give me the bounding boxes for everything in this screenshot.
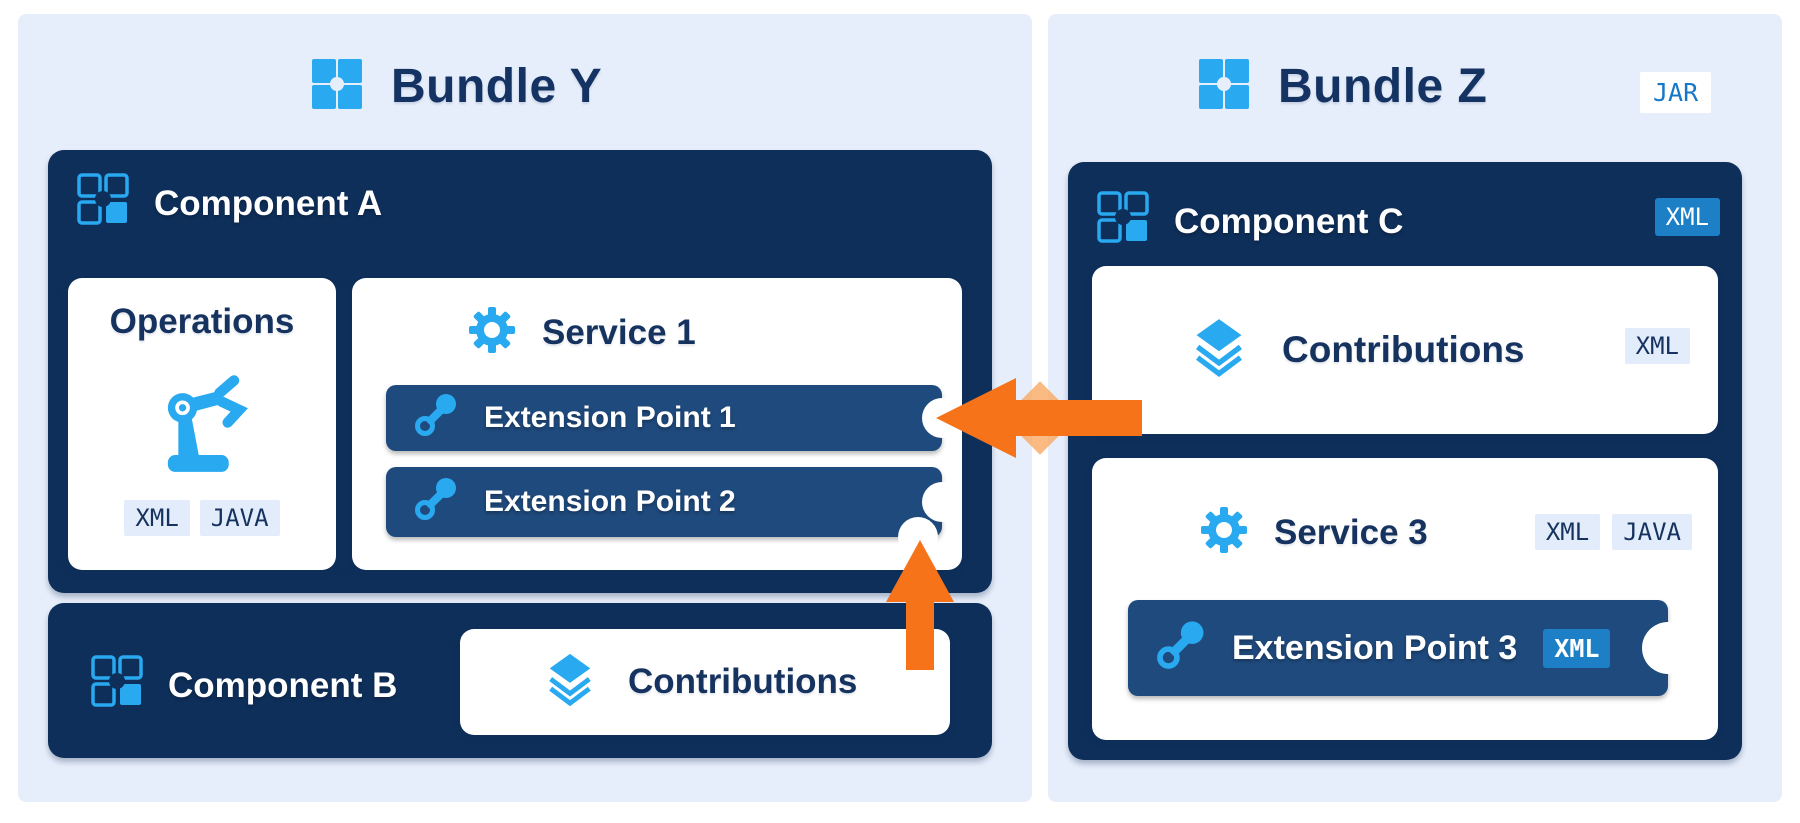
extension-connector-icon	[414, 475, 460, 529]
component-a-title: Component A	[154, 183, 383, 223]
service-3-title: Service 3	[1274, 512, 1428, 552]
robot-arm-icon	[150, 370, 255, 480]
gear-icon	[468, 306, 516, 359]
operations-tags: XML JAVA	[68, 500, 336, 536]
operations-title: Operations	[109, 302, 295, 341]
component-icon	[1096, 190, 1150, 253]
component-c-title: Component C	[1174, 201, 1404, 241]
component-icon	[76, 172, 130, 235]
extension-point-2-label: Extension Point 2	[484, 485, 736, 518]
component-a-header: Component A	[76, 172, 382, 235]
bundle-icon	[1198, 58, 1250, 115]
contributions-c-title: Contributions	[1282, 329, 1525, 370]
java-tag: JAVA	[1612, 514, 1692, 550]
extension-point-1-label: Extension Point 1	[484, 401, 736, 434]
component-b-header: Component B	[90, 654, 397, 717]
component-a-box: Component A Operations	[48, 150, 992, 593]
java-tag: JAVA	[199, 500, 280, 536]
arrow-to-extension-point-1-shaft	[1010, 400, 1142, 436]
service-3-header: Service 3	[1200, 506, 1428, 559]
bundle-z-title: Bundle Z	[1278, 60, 1488, 113]
extension-point-3-label: Extension Point 3	[1232, 628, 1518, 667]
contributions-c-box: Contributions XML	[1092, 266, 1718, 434]
service-1-title: Service 1	[542, 312, 696, 352]
xml-tag: XML	[124, 500, 190, 536]
bundle-icon	[311, 58, 363, 115]
extension-point-1-pill: Extension Point 1	[386, 385, 942, 451]
extension-point-3-xml-badge: XML	[1543, 628, 1611, 668]
arrow-to-extension-point-1-head	[936, 378, 1016, 458]
service-3-tags: XML JAVA	[1534, 514, 1692, 550]
component-b-title: Component B	[168, 665, 398, 705]
xml-tag: XML	[1534, 514, 1601, 550]
bundle-y-panel: Bundle Y Component A	[18, 14, 1032, 802]
contributions-b-box: Contributions	[460, 629, 950, 735]
bundle-y-title: Bundle Y	[391, 60, 603, 113]
layers-icon	[1188, 317, 1250, 384]
bundle-y-header: Bundle Y	[311, 58, 602, 115]
bundle-z-panel: Bundle Z JAR Component C XML	[1048, 14, 1782, 802]
extension-point-3-pill: Extension Point 3 XML	[1128, 600, 1668, 696]
gear-icon	[1200, 506, 1248, 559]
extension-point-2-socket-right	[922, 482, 962, 522]
extension-connector-icon	[414, 391, 460, 445]
arrow-to-extension-point-2-shaft	[906, 598, 934, 670]
operations-box: Operations	[68, 278, 336, 570]
extension-point-2-pill: Extension Point 2	[386, 467, 942, 537]
arrow-to-extension-point-2-head	[886, 540, 954, 602]
service-1-box: Service 1 Extension Point 1	[352, 278, 962, 570]
jar-tag: JAR	[1640, 72, 1712, 113]
component-c-header: Component C	[1096, 190, 1403, 253]
bundle-z-header: Bundle Z	[1198, 58, 1487, 115]
component-icon	[90, 654, 144, 717]
service-3-box: Service 3 XML JAVA Extension Point 3	[1092, 458, 1718, 740]
contributions-b-title: Contributions	[628, 662, 858, 701]
service-1-header: Service 1	[468, 306, 696, 359]
component-c-xml-badge: XML	[1654, 198, 1720, 236]
component-c-box: Component C XML Contributions XML	[1068, 162, 1742, 760]
extension-connector-icon	[1156, 618, 1208, 679]
layers-icon	[542, 652, 598, 713]
component-b-box: Component B Contributions	[48, 603, 992, 758]
xml-tag: XML	[1624, 328, 1690, 364]
extension-point-3-socket	[1642, 622, 1694, 674]
